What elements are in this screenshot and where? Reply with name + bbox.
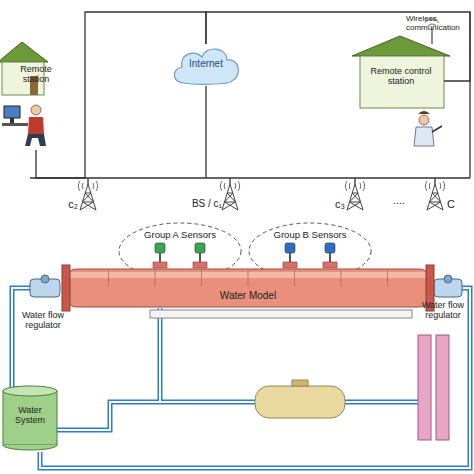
remote-control-station-house	[352, 19, 450, 108]
network-lines	[30, 12, 470, 184]
node-text: Water System	[5, 405, 55, 426]
node-text: Remote control station	[362, 66, 440, 87]
node-text: Water Model	[66, 290, 430, 302]
node-text: Internet	[172, 58, 240, 70]
operator	[414, 111, 442, 146]
regulator-label: Water flow regulator	[420, 300, 466, 321]
water-pipes	[12, 288, 470, 468]
tower-label: C	[447, 198, 461, 211]
operator-with-computer	[2, 105, 46, 146]
support-beam	[150, 310, 412, 318]
water-model-pipe: Water Model	[62, 268, 434, 308]
pipe-outline	[62, 268, 434, 308]
tower-label: c₂	[56, 198, 78, 211]
regulator-label: Water flow regulator	[18, 310, 68, 331]
annotation-label: Wireless communication	[406, 14, 468, 32]
sensors	[153, 243, 337, 268]
water-tank: Water System	[2, 385, 58, 451]
internet-cloud: Internet	[170, 44, 242, 86]
tower-label: BS / c₁	[178, 198, 222, 210]
towers	[78, 181, 444, 210]
network-link	[36, 12, 206, 178]
tower-label: c₃	[323, 198, 345, 211]
yellow-tank	[255, 380, 345, 418]
node-text: Group A Sensors	[122, 230, 238, 241]
node-text: Remote station	[6, 64, 66, 85]
pink-columns	[418, 335, 449, 440]
ellipsis-label: ....	[385, 194, 413, 207]
node-text: Group B Sensors	[252, 230, 368, 241]
station-house: Remote control station	[358, 60, 444, 102]
station-house: Remote station	[4, 60, 68, 150]
